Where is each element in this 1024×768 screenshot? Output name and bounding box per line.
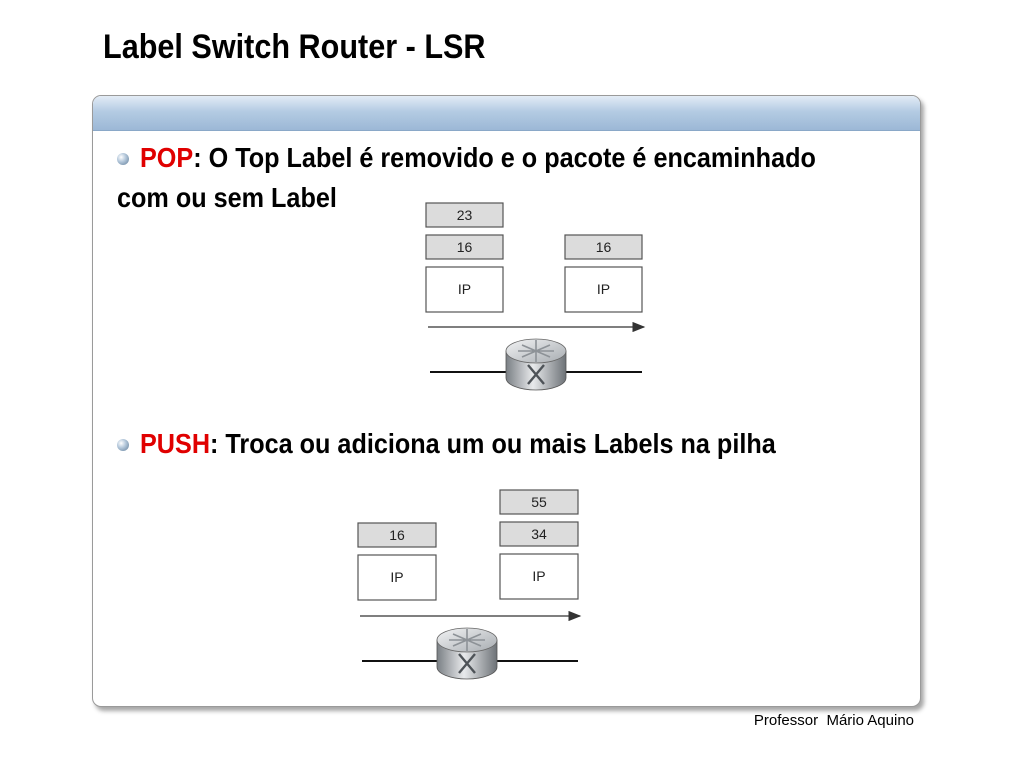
- page-title: Label Switch Router - LSR: [103, 28, 486, 66]
- label-value: 16: [457, 239, 473, 255]
- ip-box: [357, 554, 437, 601]
- push-text: PUSH: Troca ou adiciona um ou mais Label…: [140, 424, 776, 464]
- label-box: [499, 489, 579, 515]
- pop-after-stack: 16 IP: [564, 234, 643, 313]
- label-value: 34: [531, 526, 547, 542]
- ip-label: IP: [597, 281, 610, 297]
- bullet-icon: [117, 439, 129, 451]
- label-box: [564, 234, 643, 260]
- pop-description-line1: : O Top Label é removido e o pacote é en…: [193, 142, 816, 173]
- push-before-stack: 16 IP: [357, 522, 437, 601]
- push-keyword: PUSH: [140, 428, 211, 459]
- ip-label: IP: [458, 281, 471, 297]
- bullet-icon: [117, 153, 129, 165]
- label-box: [499, 521, 579, 547]
- pop-description-line2: com ou sem Label: [117, 182, 337, 213]
- label-box: [425, 234, 504, 260]
- router-icon: [436, 627, 498, 680]
- label-value: 23: [457, 207, 473, 223]
- ip-box: [425, 266, 504, 313]
- pop-diagram: 23 16 IP 16 IP: [425, 202, 646, 391]
- panel-header: [93, 96, 920, 131]
- ip-box: [564, 266, 643, 313]
- push-after-stack: 55 34 IP: [499, 489, 579, 600]
- ip-label: IP: [532, 568, 545, 584]
- router-icon: [505, 338, 567, 391]
- push-diagram: 16 IP 55 34 IP: [357, 489, 582, 680]
- push-description: : Troca ou adiciona um ou mais Labels na…: [210, 428, 776, 459]
- label-box: [425, 202, 504, 228]
- label-box: [357, 522, 437, 548]
- ip-label: IP: [390, 569, 403, 585]
- pop-keyword: POP: [140, 142, 194, 173]
- label-value: 55: [531, 494, 547, 510]
- pop-text: POP: O Top Label é removido e o pacote é…: [140, 138, 816, 178]
- label-value: 16: [389, 527, 405, 543]
- footer-credit: Professor Mário Aquino: [753, 712, 914, 729]
- ip-box: [499, 553, 579, 600]
- pop-before-stack: 23 16 IP: [425, 202, 504, 313]
- content-panel: [92, 95, 921, 707]
- label-value: 16: [596, 239, 612, 255]
